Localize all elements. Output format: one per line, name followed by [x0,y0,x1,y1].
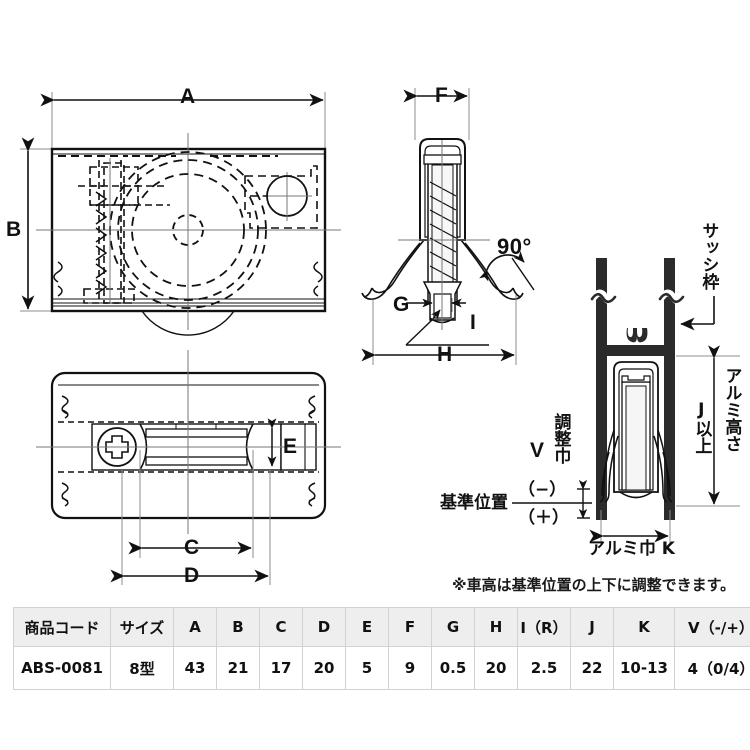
col-header-e: E [345,607,389,647]
col-header-v: V（-/+） [674,607,750,647]
col-header-b: B [216,607,260,647]
col-header-j: J [570,607,614,647]
dimension-label-d: D [184,564,200,587]
label-minus: （−） [518,480,567,500]
label-reference-position: 基準位置 [440,493,508,513]
cell-i: 2.5 [517,646,571,690]
col-header-d: D [302,607,346,647]
col-header-a: A [173,607,217,647]
table-row: ABS-0081 8型 43 21 17 20 5 9 0.5 20 2.5 2… [13,646,750,690]
col-header-h: H [474,607,518,647]
cell-f: 9 [388,646,432,690]
label-sash-frame: サッシ枠 [698,222,719,290]
label-j-or-more: J以上 [691,400,712,454]
cell-e: 5 [345,646,389,690]
dimension-label-g: G [393,293,410,316]
dimension-label-c: C [184,536,200,559]
cell-h: 20 [474,646,518,690]
cell-a: 43 [173,646,217,690]
label-adjust-width-symbol: V [530,439,545,462]
dimension-label-b: B [6,218,22,241]
cell-c: 17 [259,646,303,690]
cell-b: 21 [216,646,260,690]
spec-table: 商品コード サイズ A B C D E F G H I（R） J K V（-/+… [13,607,750,690]
front-view-group [20,92,341,336]
col-header-c: C [259,607,303,647]
cell-g: 0.5 [431,646,475,690]
col-header-g: G [431,607,475,647]
cell-j: 22 [570,646,614,690]
sash-frame-view-group [512,258,740,545]
bottom-view-group [36,350,341,585]
label-adjust-width: 調整巾 [550,413,571,464]
label-plus: （＋） [518,508,569,528]
dimension-label-a: A [180,85,196,108]
dimension-label-f: F [435,84,449,107]
col-header-size: サイズ [110,607,174,647]
col-header-k: K [613,607,675,647]
label-alumi-height: アルミ高さ [721,367,742,452]
table-header-row: 商品コード サイズ A B C D E F G H I（R） J K V（-/+… [13,607,750,647]
cell-d: 20 [302,646,346,690]
cell-k: 10-13 [613,646,675,690]
angle-label-90: 90° [497,234,532,259]
adjustment-note: ※車高は基準位置の上下に調整できます。 [452,576,736,594]
dimension-label-i: I [470,311,477,334]
spec-table-container: 商品コード サイズ A B C D E F G H I（R） J K V（-/+… [13,607,750,690]
col-header-f: F [388,607,432,647]
side-section-view-group [361,88,535,365]
dimension-label-h: H [437,343,453,366]
col-header-code: 商品コード [13,607,111,647]
cell-size: 8型 [110,646,174,690]
cell-v: 4（0/4） [674,646,750,690]
col-header-i-r: I（R） [517,607,571,647]
label-alumi-width-k: アルミ巾 K [588,539,675,559]
cell-code: ABS-0081 [13,646,111,690]
dimension-label-e: E [283,435,298,458]
